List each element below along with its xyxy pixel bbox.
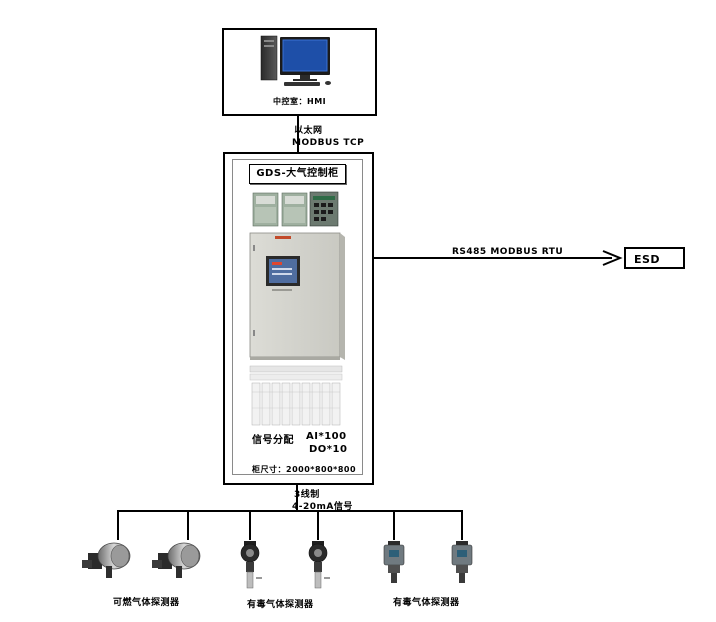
cabinet-title: GDS-大气控制柜 [249,164,346,184]
power-supply-icon [252,192,279,227]
hmi-link-label-2: MODBUS TCP [292,138,365,148]
cabinet-size-label: 柜尺寸：2000*800*800 [252,465,357,474]
toxic-gas-display-detector-icon [383,541,405,583]
detector-group-label-toxic-2: 有毒气体探测器 [393,598,460,608]
esd-box: ESD [624,247,685,269]
io-ai-label: AI*100 [306,431,347,442]
combustible-gas-detector-icon [82,542,131,578]
detector-group-label-combustible: 可燃气体探测器 [113,598,180,608]
bus-label-2: 4-20mA信号 [292,502,353,512]
hmi-label: 中控室：HMI [273,97,327,106]
network-switch-icon [309,191,339,227]
control-panel-icon [249,232,345,360]
detector-group-label-toxic-1: 有毒气体探测器 [247,600,314,610]
combustible-gas-detector-icon [152,542,201,578]
power-supply-icon [281,192,308,227]
signal-distribution-label: 信号分配 [252,435,294,446]
signal-isolator-modules-icon [249,365,343,426]
toxic-gas-detector-icon [240,541,262,589]
toxic-gas-display-detector-icon [451,541,473,583]
esd-link-label: RS485 MODBUS RTU [452,247,564,257]
io-do-label: DO*10 [309,444,348,455]
bus-label-1: 3线制 [294,490,320,500]
esd-arrowhead [602,250,623,266]
toxic-gas-detector-icon [308,541,330,589]
hmi-link-label-1: 以太网 [294,126,323,136]
